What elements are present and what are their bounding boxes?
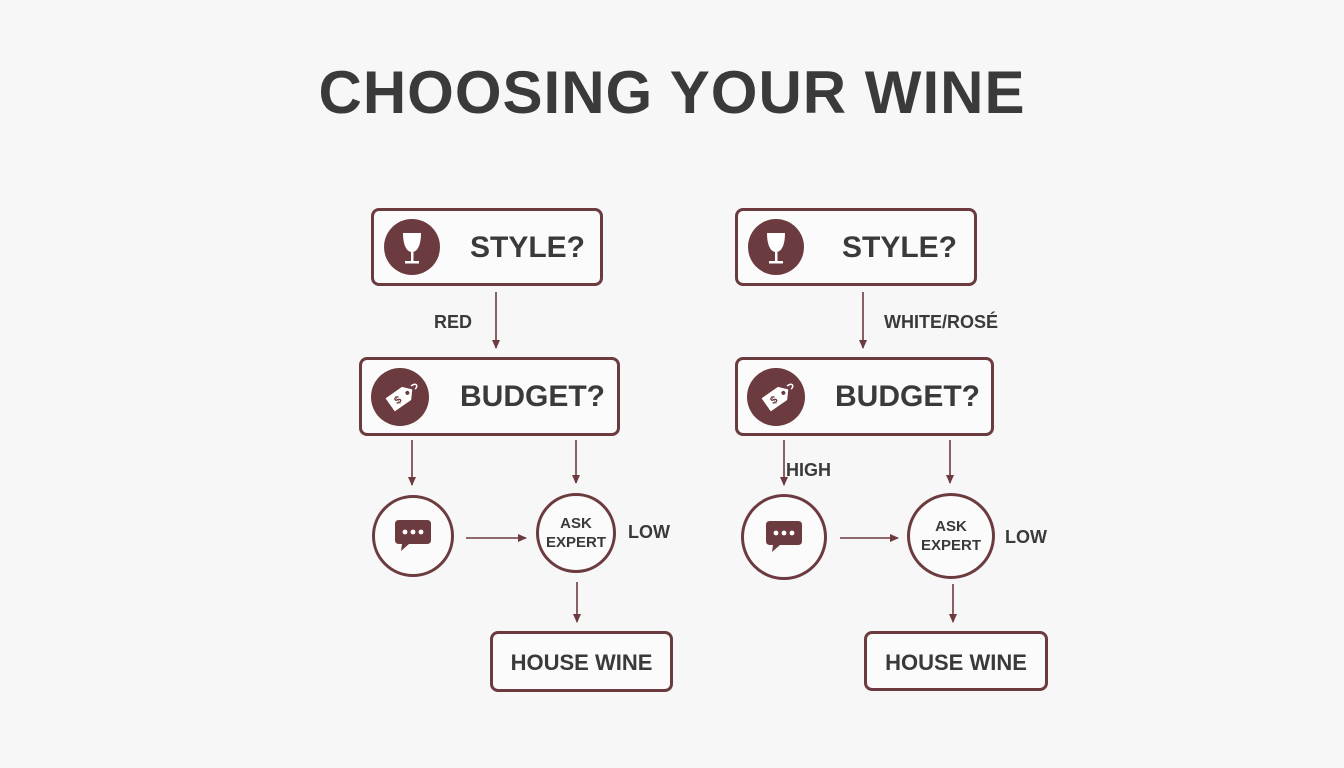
left-budget-node: $ BUDGET? — [359, 357, 620, 436]
left-chat-node — [372, 495, 454, 577]
right-budget-node: $ BUDGET? — [735, 357, 994, 436]
svg-text:$: $ — [768, 394, 780, 407]
right-chat-node — [741, 494, 827, 580]
left-house-wine-label: HOUSE WINE — [510, 650, 653, 675]
wine-glass-icon — [748, 219, 804, 275]
left-ask-expert-node: ASK EXPERT — [536, 493, 616, 573]
diagram-title: CHOOSING YOUR WINE — [318, 59, 1026, 126]
right-low-label: LOW — [1005, 527, 1047, 547]
left-low-label: LOW — [628, 522, 670, 542]
right-ask-line1: ASK — [935, 518, 967, 535]
left-budget-label: BUDGET? — [460, 380, 605, 413]
chat-bubble-icon — [766, 521, 802, 552]
left-ask-line1: ASK — [560, 515, 592, 532]
right-style-node: STYLE? — [735, 208, 977, 286]
right-branch-label: WHITE/ROSÉ — [884, 312, 999, 332]
left-style-node: STYLE? — [371, 208, 603, 286]
svg-text:$: $ — [392, 394, 404, 407]
right-budget-label: BUDGET? — [835, 380, 980, 413]
left-branch-label: RED — [434, 312, 473, 332]
chat-bubble-icon — [395, 520, 431, 551]
right-ask-line2: EXPERT — [920, 537, 981, 554]
wine-glass-icon — [384, 219, 440, 275]
right-high-label: HIGH — [786, 460, 831, 480]
right-style-label: STYLE? — [842, 231, 958, 264]
left-house-wine-node: HOUSE WINE — [490, 631, 673, 692]
right-house-wine-node: HOUSE WINE — [864, 631, 1048, 691]
price-tag-icon: $ — [747, 368, 805, 426]
left-ask-line2: EXPERT — [545, 534, 606, 551]
right-ask-expert-node: ASK EXPERT — [907, 493, 995, 579]
price-tag-icon: $ — [371, 368, 429, 426]
left-style-label: STYLE? — [470, 231, 586, 264]
right-house-wine-label: HOUSE WINE — [885, 650, 1027, 675]
